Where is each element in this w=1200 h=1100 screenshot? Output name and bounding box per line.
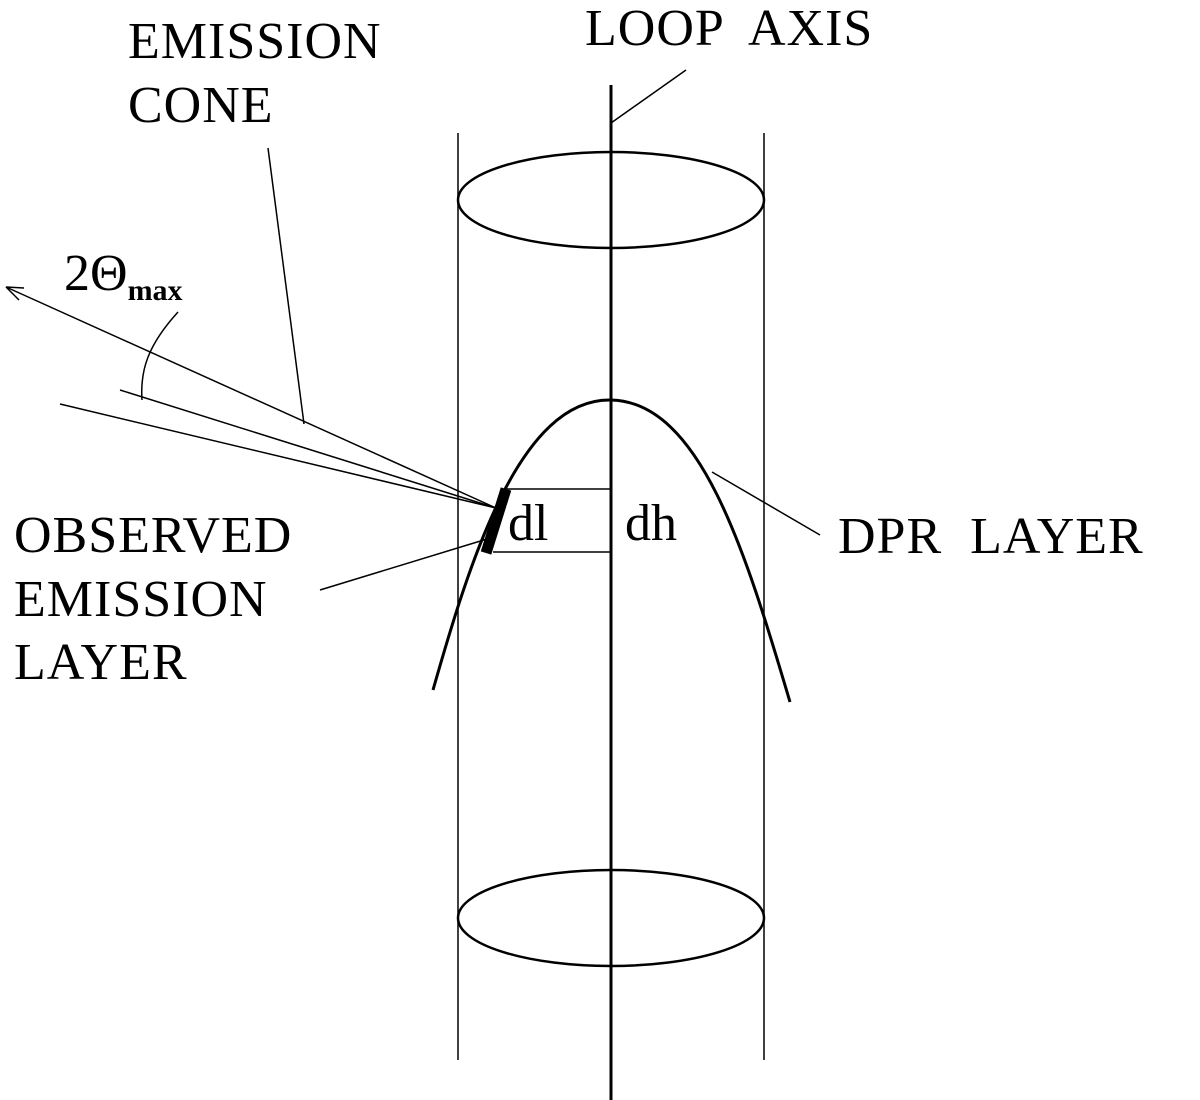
angle-label-sub: max — [128, 274, 183, 307]
angle-arc — [140, 311, 179, 401]
cone-middle-line — [119, 389, 497, 509]
bottom-cross-section-ellipse — [456, 868, 766, 968]
dh-label: dh — [625, 495, 677, 552]
dpr-layer-curve — [431, 398, 792, 703]
dpr-layer-leader — [711, 471, 821, 536]
cone-arrowhead — [5, 286, 25, 301]
observed-emission-segment — [480, 487, 512, 555]
angle-label-main: 2Θ — [64, 245, 128, 302]
cone-arrow-line — [5, 286, 497, 509]
observed-label-line2: EMISSION — [14, 571, 268, 628]
dl-label: dl — [508, 495, 548, 552]
observed-label-line3: LAYER — [14, 634, 188, 691]
loop-axis-leader — [610, 69, 687, 124]
emission-cone-leader — [267, 147, 305, 425]
emission-cone-label-line1: EMISSION — [128, 13, 382, 70]
cone-lower-line — [59, 403, 497, 509]
observed-label-line1: OBSERVED — [14, 507, 292, 564]
dpr-layer-label: DPR LAYER — [838, 508, 1144, 565]
emission-cone-label-line2: CONE — [128, 77, 274, 134]
observed-emission-leader — [319, 538, 488, 591]
top-cross-section-ellipse — [456, 150, 766, 250]
angle-label: 2Θmax — [64, 245, 183, 307]
loop-axis-label: LOOP AXIS — [585, 0, 873, 57]
